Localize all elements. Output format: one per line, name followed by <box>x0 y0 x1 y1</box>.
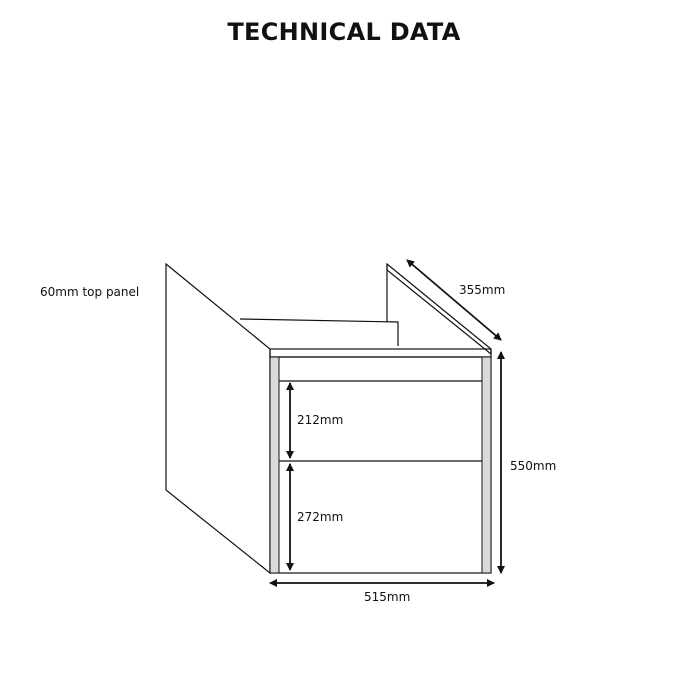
right-side-panel <box>386 262 492 356</box>
top-panel <box>269 348 492 358</box>
right-side-strip <box>481 356 492 574</box>
left-side-panel <box>165 262 271 575</box>
left-side-strip <box>269 356 280 574</box>
back-panel <box>239 318 399 346</box>
top-panel-label: 60mm top panel <box>40 285 139 299</box>
width-label: 515mm <box>364 590 410 604</box>
front-frame <box>269 356 492 574</box>
depth-label: 355mm <box>459 283 505 297</box>
depth-dimension-arrow <box>406 259 502 341</box>
height-label: 550mm <box>510 459 556 473</box>
lower-drawer-label: 272mm <box>297 510 343 524</box>
upper-drawer-label: 212mm <box>297 413 343 427</box>
page-title: TECHNICAL DATA <box>227 18 461 46</box>
